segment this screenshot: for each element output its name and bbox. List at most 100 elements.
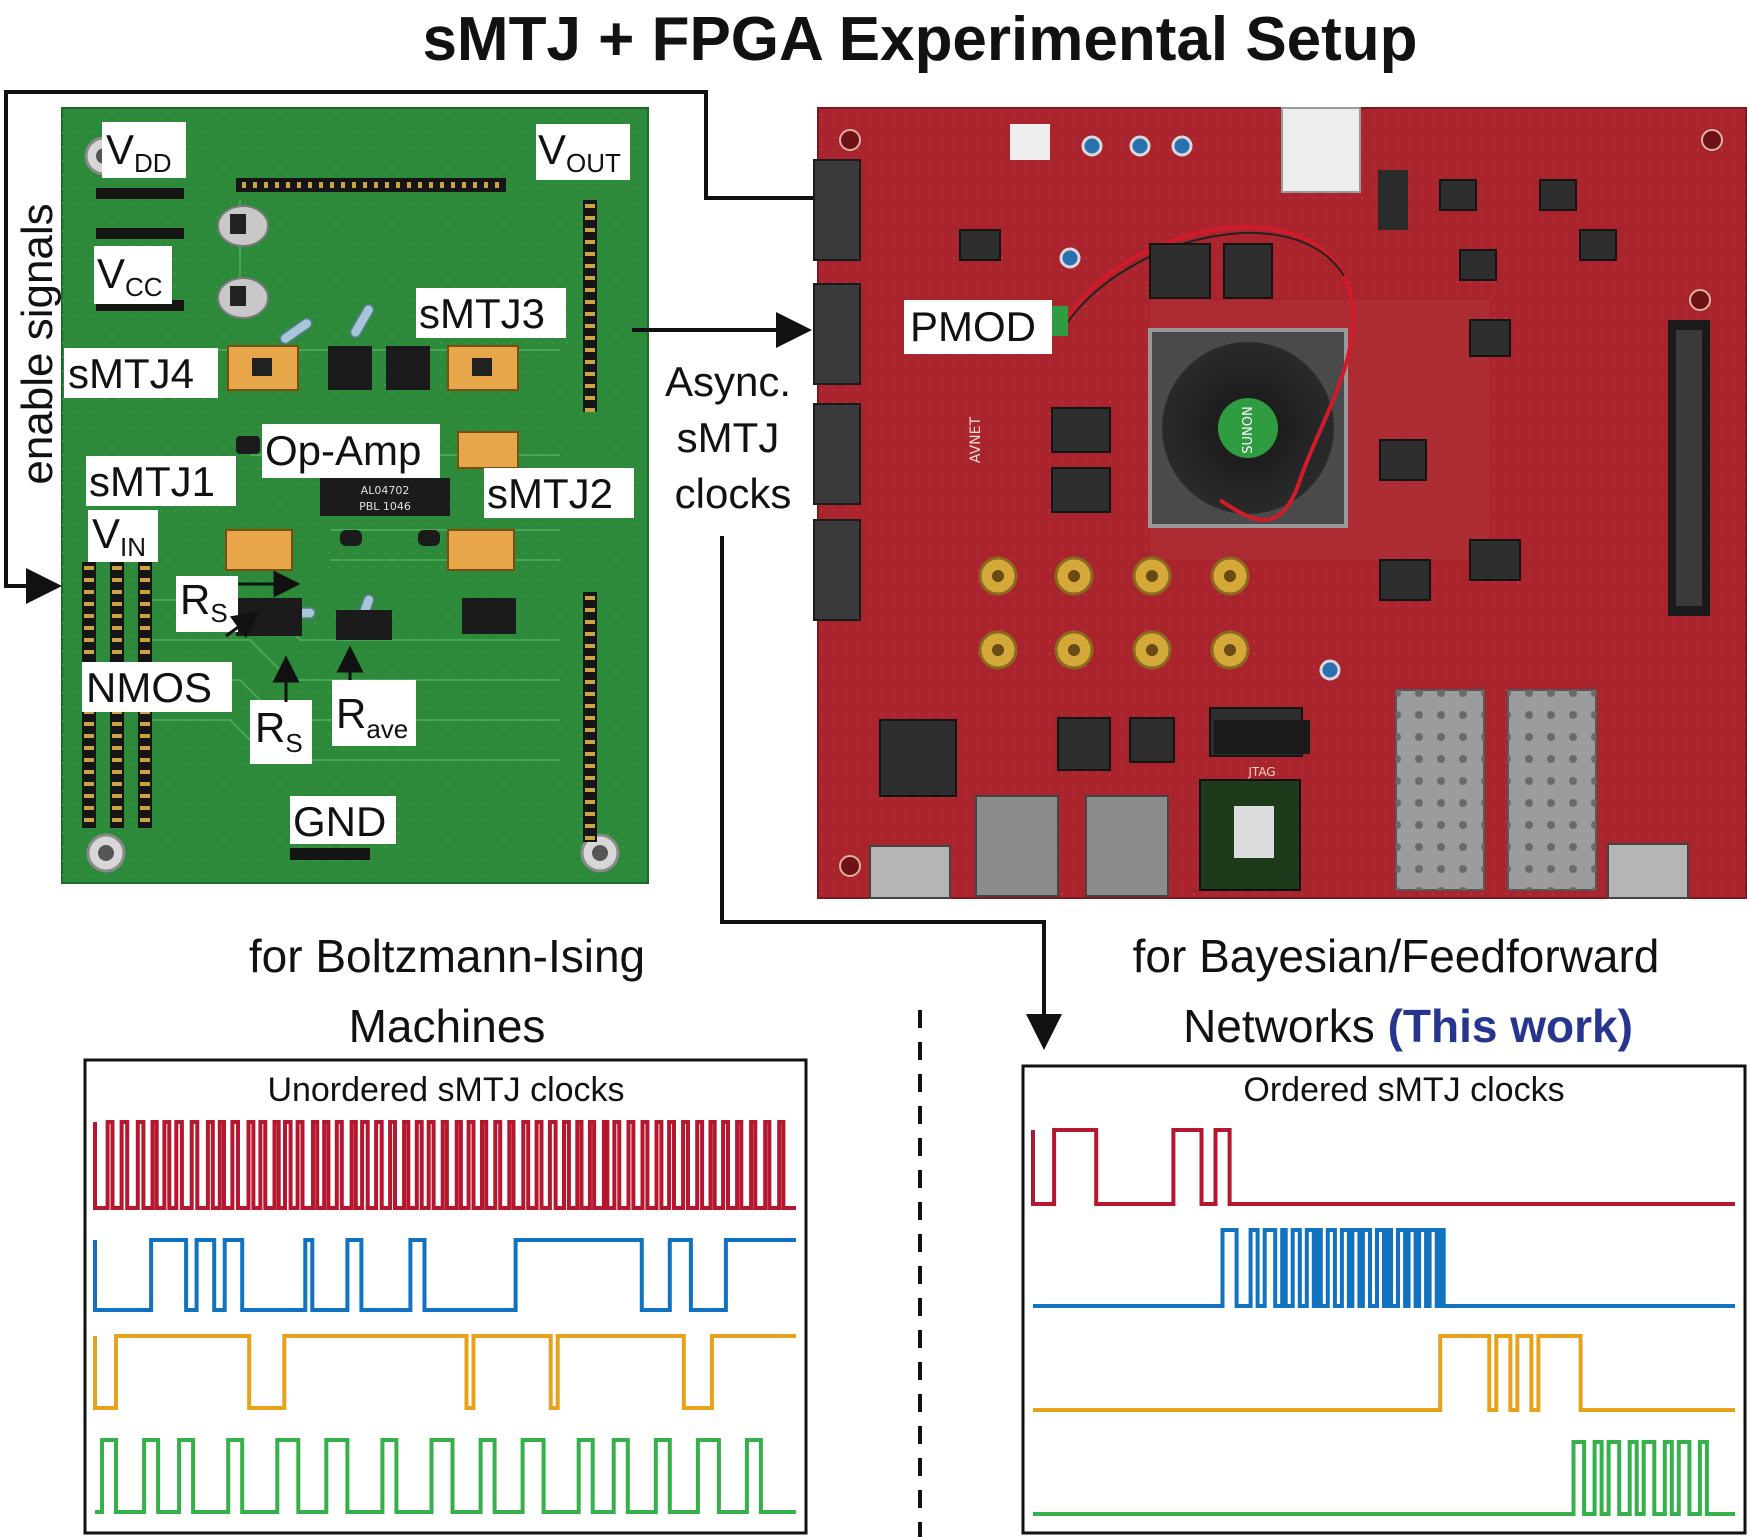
header-pin bbox=[585, 752, 595, 756]
header-pin bbox=[585, 336, 595, 340]
header-pin bbox=[275, 182, 279, 188]
header-pin bbox=[84, 734, 94, 738]
header-pin bbox=[112, 818, 122, 822]
header-pin bbox=[297, 182, 301, 188]
unordered-plot-title: Unordered sMTJ clocks bbox=[267, 1071, 624, 1109]
header-pin bbox=[585, 836, 595, 840]
gnd-label: GND bbox=[293, 798, 386, 845]
smtj3-label: sMTJ3 bbox=[419, 290, 545, 337]
header-pin bbox=[140, 746, 150, 750]
header-pin bbox=[585, 300, 595, 304]
rave-label: Rave bbox=[336, 690, 408, 744]
fpga-board: SUNON bbox=[813, 107, 1747, 899]
header-pin bbox=[140, 614, 150, 618]
vcc-header-b bbox=[96, 300, 184, 311]
header-pin bbox=[84, 602, 94, 606]
header-pin bbox=[253, 182, 257, 188]
header-pin bbox=[585, 264, 595, 268]
header-pin bbox=[286, 182, 290, 188]
smtj4-socket bbox=[227, 345, 299, 391]
opamp-chip: AL04702 PBL 1046 bbox=[320, 478, 450, 516]
vcc-header-a bbox=[96, 228, 184, 239]
header-pin bbox=[585, 372, 595, 376]
enable-signals-path bbox=[4, 90, 814, 604]
header-pin bbox=[84, 650, 94, 654]
header-pin bbox=[112, 602, 122, 606]
header-pin bbox=[112, 770, 122, 774]
header-pin bbox=[585, 324, 595, 328]
empty-socket-top bbox=[328, 346, 430, 390]
header-pin bbox=[585, 668, 595, 672]
gnd-header bbox=[290, 848, 370, 860]
header-pin bbox=[140, 794, 150, 798]
header-pin bbox=[112, 650, 122, 654]
header-pin bbox=[484, 182, 488, 188]
header-pin bbox=[264, 182, 268, 188]
header-pin bbox=[140, 602, 150, 606]
header-pin bbox=[374, 182, 378, 188]
this-work-highlight: (This work) bbox=[1388, 1000, 1633, 1052]
header-pin bbox=[84, 638, 94, 642]
unordered-clocks-panel: Unordered sMTJ clocks bbox=[83, 1058, 808, 1535]
power-connector bbox=[1281, 107, 1361, 193]
header-pin bbox=[84, 722, 94, 726]
header-pin bbox=[585, 764, 595, 768]
smtj1-socket bbox=[225, 529, 515, 571]
header-pin bbox=[585, 288, 595, 292]
header-pin bbox=[585, 228, 595, 232]
rs-label-2: RS bbox=[255, 704, 303, 758]
smtj4-label: sMTJ4 bbox=[68, 350, 194, 397]
header-pin bbox=[112, 794, 122, 798]
header-pin bbox=[140, 818, 150, 822]
ordered-clock-trace-2 bbox=[1033, 1228, 1735, 1308]
header-pin bbox=[585, 632, 595, 636]
async-clocks-label: Async. sMTJ clocks bbox=[665, 358, 791, 517]
unordered-traces bbox=[93, 1120, 796, 1514]
header-pin bbox=[585, 312, 595, 316]
smtj2-label: sMTJ2 bbox=[487, 470, 613, 517]
header-pin bbox=[585, 216, 595, 220]
header-pin bbox=[407, 182, 411, 188]
header-pin bbox=[112, 746, 122, 750]
ordered-plot-title: Ordered sMTJ clocks bbox=[1243, 1071, 1564, 1109]
header-pin bbox=[84, 746, 94, 750]
smtj2-socket bbox=[457, 431, 519, 469]
header-pin bbox=[112, 782, 122, 786]
jtag-label: JTAG bbox=[1247, 765, 1275, 779]
header-pin bbox=[112, 614, 122, 618]
header-pin bbox=[140, 590, 150, 594]
rs-label-1: RS bbox=[180, 576, 228, 628]
unordered-clock-trace-1 bbox=[93, 1120, 796, 1210]
ordered-traces bbox=[1031, 1128, 1735, 1516]
capacitor-2 bbox=[217, 277, 269, 319]
header-pin bbox=[585, 252, 595, 256]
header-pin bbox=[140, 806, 150, 810]
header-pin bbox=[341, 182, 345, 188]
vdd-label: VDD bbox=[106, 126, 172, 178]
header-pin bbox=[585, 384, 595, 388]
unordered-clock-trace-4 bbox=[95, 1438, 796, 1514]
vout-label: VOUT bbox=[538, 126, 621, 178]
header-pin bbox=[112, 722, 122, 726]
pcb-labels: VDD VCC VOUT sMTJ3 sMTJ4 Op-Amp sMTJ1 sM… bbox=[64, 122, 634, 845]
ordered-clock-trace-4 bbox=[1033, 1440, 1735, 1516]
header-pin bbox=[585, 812, 595, 816]
header-pin bbox=[385, 182, 389, 188]
header-pin bbox=[140, 770, 150, 774]
header-pin bbox=[140, 638, 150, 642]
header-pin bbox=[585, 348, 595, 352]
vin-label: VIN bbox=[92, 510, 146, 562]
header-pin bbox=[585, 276, 595, 280]
header-pin bbox=[330, 182, 334, 188]
header-pin bbox=[112, 566, 122, 570]
header-pin bbox=[585, 788, 595, 792]
fpga-cooling-fan: SUNON bbox=[1148, 328, 1348, 528]
header-pin bbox=[585, 776, 595, 780]
header-pin bbox=[84, 806, 94, 810]
header-pin bbox=[585, 680, 595, 684]
pmod-connectors bbox=[813, 159, 861, 621]
fmc-connector bbox=[1668, 320, 1710, 616]
header-pin bbox=[585, 716, 595, 720]
